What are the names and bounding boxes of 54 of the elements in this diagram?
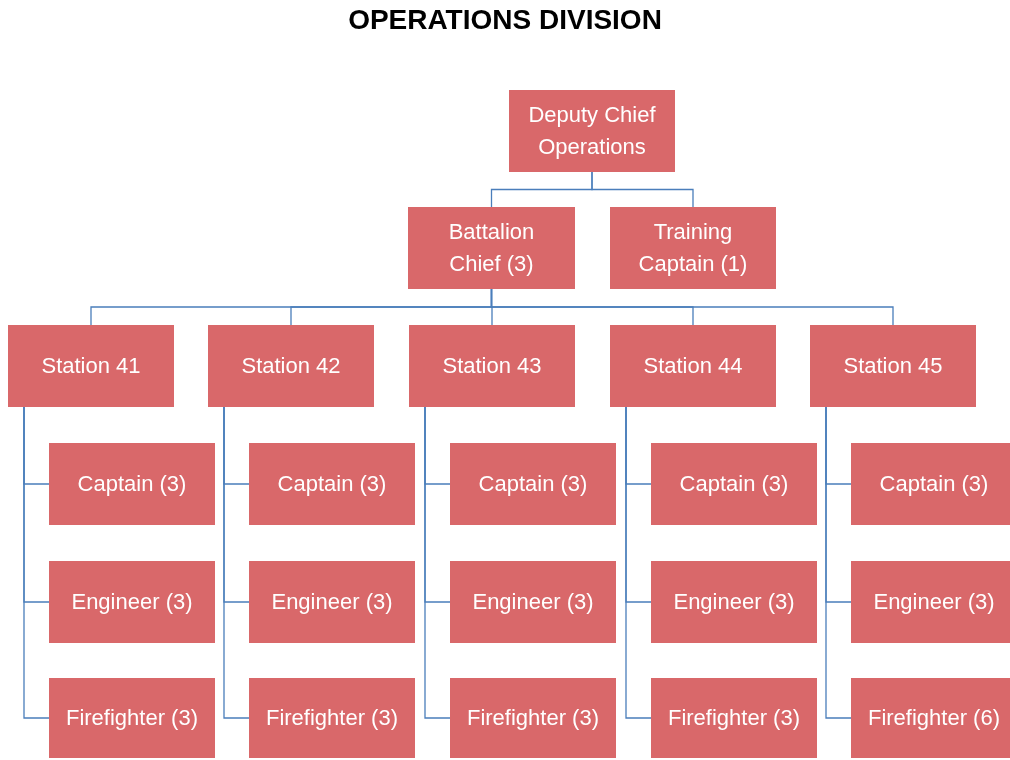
role-label: Captain (3) xyxy=(277,470,387,498)
connector-line xyxy=(223,406,250,719)
org-box xyxy=(851,561,1010,643)
org-box xyxy=(851,678,1010,758)
org-box xyxy=(651,561,817,643)
role-label: Station 44 xyxy=(643,352,743,380)
role-label: Deputy Chief Operations xyxy=(527,101,657,161)
role-label: Firefighter (3) xyxy=(667,704,800,732)
role-label: Captain (3) xyxy=(77,470,187,498)
role-label: Engineer (3) xyxy=(472,588,594,616)
role-label: Engineer (3) xyxy=(271,588,393,616)
org-box xyxy=(610,207,776,289)
org-box xyxy=(450,678,616,758)
org-box xyxy=(8,325,174,407)
role-label: Firefighter (3) xyxy=(466,704,599,732)
org-box xyxy=(49,443,215,525)
title: OPERATIONS DIVISION xyxy=(347,4,663,36)
role-label: Station 41 xyxy=(41,352,141,380)
role-label: Firefighter (3) xyxy=(65,704,198,732)
role-label: Captain (3) xyxy=(879,470,989,498)
org-box xyxy=(651,443,817,525)
connector-line xyxy=(490,288,894,326)
role-label: Station 45 xyxy=(843,352,943,380)
org-box xyxy=(49,561,215,643)
org-box xyxy=(651,678,817,758)
org-box xyxy=(249,678,415,758)
role-label: Captain (3) xyxy=(679,470,789,498)
connector-line xyxy=(23,406,50,719)
org-box xyxy=(450,561,616,643)
role-label: Firefighter (6) xyxy=(867,704,1000,732)
org-box xyxy=(208,325,374,407)
role-label: Station 43 xyxy=(442,352,542,380)
connector-line xyxy=(424,406,451,719)
role-label: Engineer (3) xyxy=(71,588,193,616)
org-box xyxy=(810,325,976,407)
role-label: Engineer (3) xyxy=(673,588,795,616)
role-label: Battalion Chief (3) xyxy=(447,218,536,278)
org-box xyxy=(409,325,575,407)
org-box xyxy=(49,678,215,758)
org-box xyxy=(509,90,675,172)
connector-line xyxy=(591,171,694,208)
org-box xyxy=(450,443,616,525)
org-box xyxy=(249,443,415,525)
connector-line xyxy=(825,406,852,719)
org-box xyxy=(851,443,1010,525)
role-label: Training Captain (1) xyxy=(637,218,749,278)
role-label: Firefighter (3) xyxy=(265,704,398,732)
role-label: Engineer (3) xyxy=(873,588,995,616)
org-box xyxy=(408,207,575,289)
role-label: Station 42 xyxy=(241,352,341,380)
role-label: Captain (3) xyxy=(478,470,588,498)
org-box xyxy=(249,561,415,643)
org-box xyxy=(610,325,776,407)
connector-line xyxy=(625,406,652,719)
